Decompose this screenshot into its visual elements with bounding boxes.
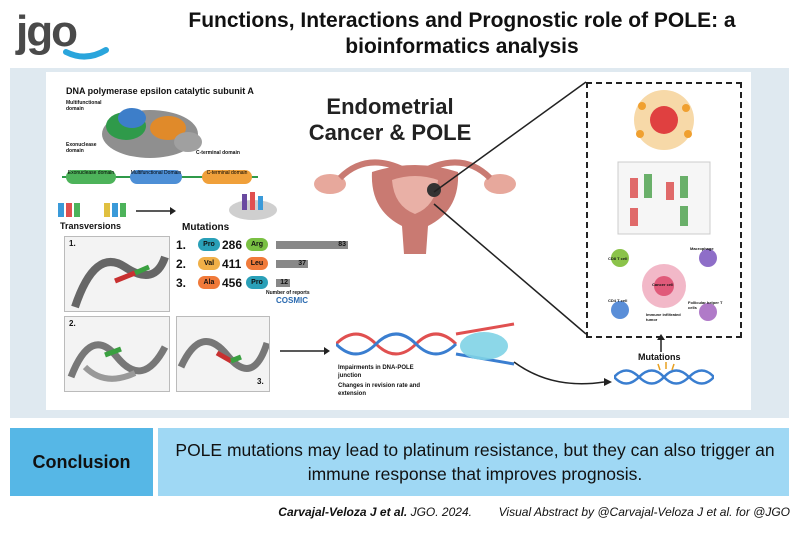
aa-to: Leu	[246, 257, 268, 270]
structure-panel-3: 3.	[176, 316, 271, 392]
aa-position: 286	[222, 238, 243, 252]
citation-journal: JGO. 2024.	[410, 505, 472, 519]
domain-bar-multifunctional: Multifunctional Domain	[130, 170, 182, 184]
domain-label-c-terminal: C-terminal domain	[196, 150, 240, 156]
immune-cells-image	[611, 249, 717, 321]
arrow-up-icon	[657, 334, 665, 352]
citation-credit: Visual Abstract by @Carvajal-Veloza J et…	[498, 505, 790, 519]
zoom-panel: CD8 T cell Macrophage Cancer cell CD4 T …	[586, 82, 742, 338]
zoom-lines	[433, 81, 587, 335]
network-graph-image	[634, 90, 694, 150]
protein-ribbon-image	[71, 255, 169, 309]
protein-ribbon-image	[177, 338, 271, 372]
transversions-image	[58, 203, 126, 217]
aa-from: Pro	[198, 238, 220, 251]
aa-position: 456	[222, 276, 243, 290]
conclusion-box	[10, 428, 153, 496]
cosmic-label: COSMIC	[276, 296, 308, 305]
mutation-row: 1. Pro 286 Arg 83	[176, 238, 348, 252]
curved-arrow-icon	[513, 361, 612, 386]
mutation-number: 3.	[176, 276, 187, 290]
structure-number: 3.	[257, 377, 264, 386]
arrow-right-icon	[280, 347, 330, 355]
aa-to: Arg	[246, 238, 268, 251]
svg-text:jgo: jgo	[15, 7, 77, 56]
aa-from: Ala	[198, 276, 220, 289]
page-title: Functions, Interactions and Prognostic r…	[188, 9, 736, 58]
aa-position: 411	[222, 257, 242, 271]
reports-label: Number of reports	[266, 290, 310, 296]
protein-title: DNA polymerase epsilon catalytic subunit…	[66, 86, 254, 96]
mutation-row: 3. Ala 456 Pro 12	[176, 276, 290, 290]
domain-bar-c-terminal: C-terminal domain	[202, 170, 252, 184]
jgo-logo: jgo	[15, 7, 109, 60]
uterus-image	[314, 159, 516, 254]
aa-from: Val	[198, 257, 220, 270]
conclusion-message-box	[158, 428, 789, 496]
cosmic-graphic	[229, 192, 277, 220]
reports-bar: 12	[276, 279, 290, 287]
boxplot-grid-image	[617, 161, 711, 235]
mutation-number: 1.	[176, 238, 187, 252]
conclusion-text: POLE mutations may lead to platinum resi…	[175, 440, 775, 484]
reports-bar: 83	[276, 241, 348, 249]
protein-structure-image	[102, 108, 202, 158]
arrow-right-icon	[136, 207, 176, 215]
mutated-dna-icon	[614, 362, 714, 385]
dna-image	[336, 322, 515, 366]
reports-bar: 37	[276, 260, 308, 268]
structure-panel-2: 2.	[64, 316, 170, 392]
impairment-item-2: Changes in revision rate and extension	[338, 383, 421, 397]
structure-panel-1: 1.	[64, 236, 170, 312]
citation: Carvajal-Veloza J et al. JGO. 2024. Visu…	[0, 505, 790, 519]
citation-authors: Carvajal-Veloza J et al.	[278, 505, 408, 519]
aa-to: Pro	[246, 276, 268, 289]
immune-label: Immune infiltrated tumor	[646, 312, 681, 322]
immune-label: CD8 T cell	[608, 256, 628, 261]
transversions-label: Transversions	[60, 221, 122, 231]
immune-label: CD4 T cell	[608, 298, 628, 303]
protein-ribbon-image	[67, 341, 169, 382]
immune-label: Macrophage	[690, 246, 714, 251]
center-title: Endometrial Cancer & POLE	[308, 94, 472, 145]
domain-label-multifunctional: Multifunctional domain	[66, 100, 102, 112]
conclusion-label: Conclusion	[32, 452, 131, 472]
right-mutations-label: Mutations	[638, 352, 681, 362]
structure-number: 2.	[69, 319, 76, 328]
domain-bar: Exonuclease domain Multifunctional Domai…	[62, 170, 258, 184]
mutation-row: 2. Val 411 Leu 37	[176, 257, 308, 271]
mutations-label: Mutations	[182, 222, 230, 233]
impairment-item-1: Impairments in DNA-POLE junction	[338, 365, 414, 379]
structure-number: 1.	[69, 239, 76, 248]
immune-label: Follicular helper T cells	[688, 300, 723, 310]
domain-label-exonuclease: Exonuclease domain	[66, 142, 97, 154]
domain-bar-exonuclease: Exonuclease domain	[66, 170, 116, 184]
header: jgo Functions, Interactions and Prognost…	[0, 0, 799, 68]
immune-label: Cancer cell	[652, 282, 674, 287]
mutation-number: 2.	[176, 257, 187, 271]
